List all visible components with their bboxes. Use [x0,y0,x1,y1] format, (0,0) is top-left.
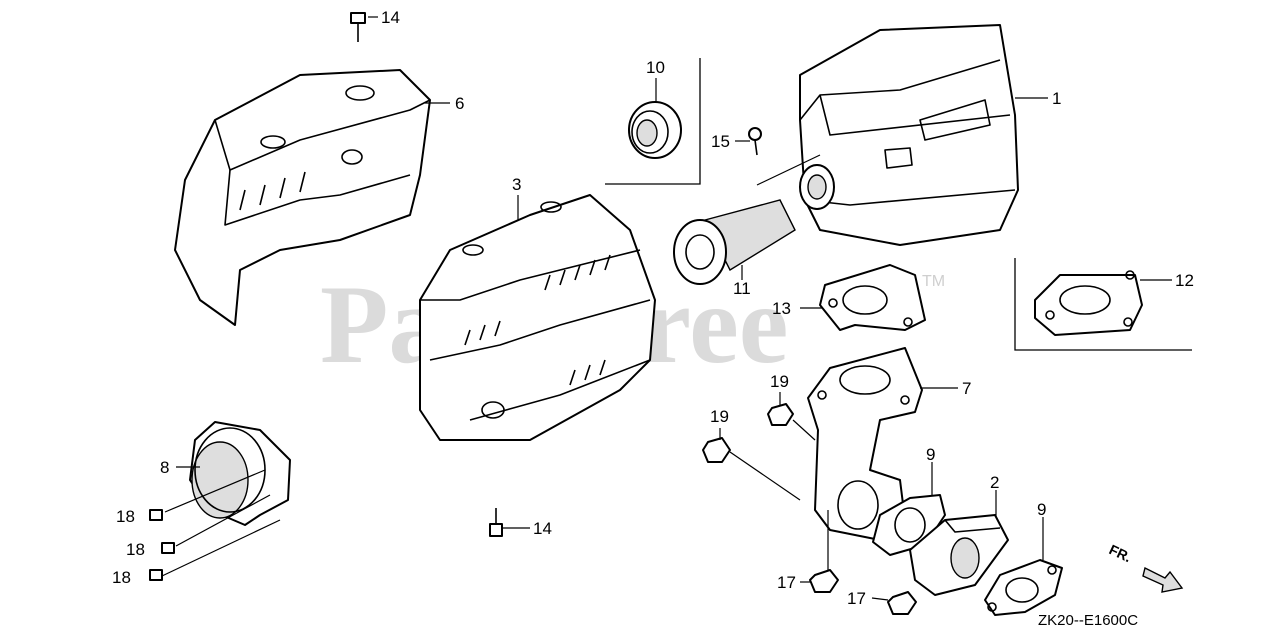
callout-17-left: 17 [777,573,796,592]
part-12-frame [1014,258,1192,351]
callout-8: 8 [160,458,169,477]
fasteners [149,12,917,615]
part-13-muffler-gasket [819,264,926,331]
nut-17-left [809,569,839,593]
part-11-spark-arrester [673,199,796,285]
callout-10: 10 [646,58,665,77]
diagram-code: ZK20--E1600C [1038,612,1138,629]
direction-label: FR. [1107,541,1134,565]
callout-13: 13 [772,299,791,318]
callout-6: 6 [455,94,464,113]
nut-19-lower [702,437,731,463]
callout-17-right: 17 [847,589,866,608]
callout-1: 1 [1052,89,1061,108]
part-8-deflector [189,421,291,526]
callout-19-lower: 19 [710,407,729,426]
part-10-grommet [628,101,682,159]
nut-19-upper [767,403,794,426]
front-direction-indicator: FR. [1107,541,1184,593]
callout-18-middle: 18 [126,540,145,559]
part-1-muffler [799,24,1019,246]
callout-18-top: 18 [116,507,135,526]
part-6-upper-protector [174,69,431,326]
part-10-frame [605,58,701,185]
callout-2: 2 [990,473,999,492]
callout-18-bottom: 18 [112,568,131,587]
callout-9-upper: 9 [926,445,935,464]
bolt-18-b [161,542,175,554]
bolt-14-top [350,12,366,42]
callout-3: 3 [512,175,521,194]
part-12-gasket [1034,270,1143,336]
bolt-18-c [149,569,163,581]
callout-7: 7 [962,379,971,398]
part-7-exhaust-pipe [807,347,923,541]
callout-12: 12 [1175,271,1194,290]
part-9-gasket-lower [984,559,1063,616]
callout-14-top: 14 [381,8,400,27]
bolt-15 [748,127,762,156]
nut-17-right [887,591,917,615]
part-2-spacer [909,514,1009,596]
callout-19-upper: 19 [770,372,789,391]
callout-9-lower: 9 [1037,500,1046,519]
callout-14-bottom: 14 [533,519,552,538]
callout-labels: 1 2 3 6 7 8 9 9 10 11 12 13 14 14 15 17 … [112,8,1194,608]
leader-lines [161,16,1172,601]
part-3-muffler-protector [419,194,656,441]
bolt-18-a [149,509,163,521]
callout-11: 11 [733,279,751,298]
callout-15: 15 [711,132,730,151]
watermark-trademark: TM [922,273,945,290]
bolt-14-bottom [489,508,503,537]
